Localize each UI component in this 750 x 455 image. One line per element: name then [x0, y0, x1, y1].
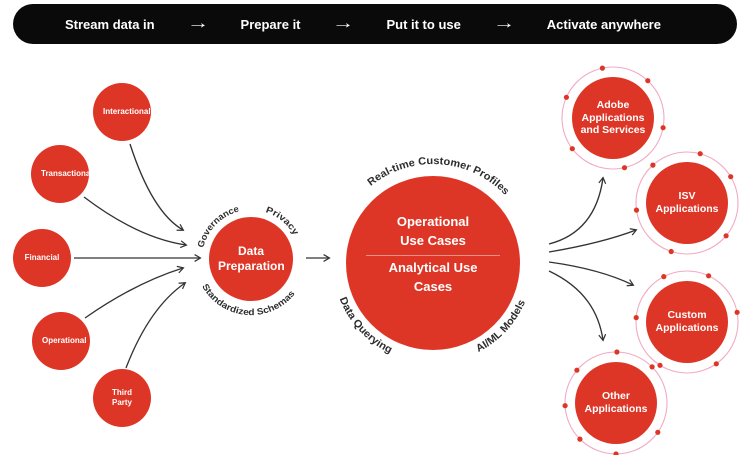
orbit-dot: [734, 309, 740, 315]
destination-label: ISV Applications: [655, 190, 719, 215]
right-arrow-icon: →: [492, 15, 516, 32]
destination-circle-other-applications: Other Applications: [575, 362, 657, 444]
orbit-dot: [599, 65, 606, 71]
orbit-dot: [713, 361, 719, 367]
orbit-dot: [728, 174, 734, 180]
use-cases-circle: Operational Use Cases Analytical Use Cas…: [346, 176, 520, 350]
source-label: Transactional: [41, 169, 93, 178]
orbit-dot: [697, 151, 703, 157]
analytical-use-cases-label: Analytical Use Cases: [388, 260, 478, 294]
orbit-dot: [633, 315, 639, 321]
orbit-ring-adobe: [561, 66, 665, 170]
orbit-ring-dots: [562, 65, 740, 455]
orbit-dot: [649, 364, 655, 370]
orbit-dot: [569, 146, 575, 152]
source-label: Third Party: [111, 388, 132, 407]
process-step-stream-data-in: Stream data in: [65, 16, 155, 32]
arrow-core-to-custom: [548, 261, 635, 287]
destination-label: Other Applications: [584, 390, 648, 415]
destination-circle-custom-applications: Custom Applications: [646, 281, 728, 363]
data-preparation-label: Data Preparation: [218, 244, 285, 273]
source-circle-financial: Financial: [13, 229, 71, 287]
process-bar: Stream data in → Prepare it → Put it to …: [13, 4, 737, 44]
destination-label: Custom Applications: [655, 309, 719, 334]
orbit-dot: [668, 248, 674, 255]
arrow-core-to-other: [548, 270, 607, 342]
source-circle-transactional: Transactional: [31, 145, 93, 203]
orbit-dot: [661, 274, 667, 280]
arrow-thirdparty-to-preparation: [125, 282, 187, 369]
orbit-dot: [645, 78, 651, 84]
orbit-dot: [613, 451, 619, 455]
source-circle-third-party: Third Party: [93, 369, 151, 427]
arrow-operational-to-preparation: [84, 265, 185, 319]
process-step-activate-anywhere: Activate anywhere: [546, 16, 661, 32]
orbit-dot: [655, 429, 661, 435]
orbit-dot: [577, 436, 583, 442]
source-label: Interactional: [103, 107, 151, 116]
source-circle-operational: Operational: [32, 312, 90, 370]
orbit-dot: [660, 125, 666, 131]
orbit-dot: [621, 165, 628, 171]
right-arrow-icon: →: [186, 15, 209, 32]
orbit-ring-custom: [635, 270, 739, 374]
orbit-dot: [574, 367, 580, 373]
orbit-dot: [614, 349, 620, 355]
orbit-dot: [563, 94, 570, 100]
source-label: Financial: [24, 253, 60, 262]
source-circle-interactional: Interactional: [93, 83, 151, 141]
orbit-dot: [706, 273, 712, 279]
orbit-dot: [650, 162, 656, 168]
right-arrow-icon: →: [332, 15, 355, 32]
orbit-ring-isv: [635, 151, 739, 255]
process-step-put-it-to-use: Put it to use: [386, 16, 461, 32]
source-label: Operational: [42, 336, 87, 345]
orbit-dot: [657, 362, 663, 368]
operational-use-cases-label: Operational Use Cases: [396, 214, 470, 248]
use-cases-divider: [366, 255, 500, 256]
arrow-core-to-adobe: [548, 176, 607, 245]
data-preparation-circle: Data Preparation: [209, 217, 293, 301]
arrow-transactional-to-preparation: [83, 196, 188, 249]
orbit-dot: [723, 233, 729, 239]
destination-circle-isv-applications: ISV Applications: [646, 162, 728, 244]
orbit-dot: [633, 207, 640, 213]
orbit-dot: [562, 403, 568, 409]
process-step-prepare-it: Prepare it: [240, 16, 301, 32]
destination-label: Adobe Applications and Services: [580, 98, 646, 137]
arrow-core-to-isv: [548, 228, 638, 253]
arrow-interactional-to-preparation: [129, 143, 185, 231]
destination-circle-adobe-applications: Adobe Applications and Services: [572, 77, 654, 159]
